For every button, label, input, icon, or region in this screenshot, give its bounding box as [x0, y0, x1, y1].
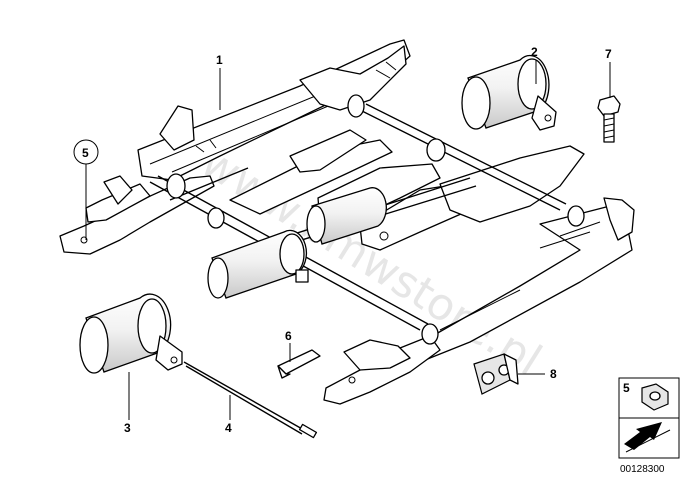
- callout-8: 8: [550, 367, 557, 381]
- seat-motor-3-part: [79, 293, 183, 374]
- callout-7: 7: [605, 47, 612, 61]
- callout-2: 2: [531, 45, 538, 59]
- drawing-code: 00128300: [620, 464, 665, 475]
- installed-motor: [207, 229, 309, 299]
- bracket-part: [473, 353, 519, 395]
- legend-box: 5: [618, 377, 680, 459]
- legend-label: 5: [623, 381, 630, 395]
- clip-part: [277, 349, 321, 379]
- flexible-shaft-part: [183, 361, 318, 439]
- callout-4: 4: [225, 421, 232, 435]
- callout-5: 5: [82, 146, 89, 160]
- arrow-symbol-icon: [624, 422, 662, 450]
- callout-3: 3: [124, 421, 131, 435]
- callout-1: 1: [216, 53, 223, 67]
- seat-motor-part: [461, 54, 557, 131]
- installed-motor-2: [306, 187, 387, 245]
- bolt-part: [597, 95, 621, 143]
- callout-6: 6: [285, 329, 292, 343]
